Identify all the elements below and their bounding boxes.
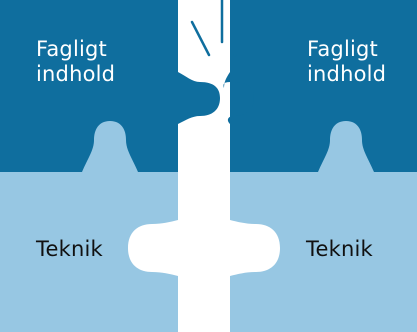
left-vertical-tab [82,121,138,172]
spark-line-left [190,20,211,57]
right-top-knob [223,72,254,124]
right-bottom-label: Teknik [306,237,373,261]
right-vertical-tab [318,121,374,172]
spark-line-right [233,20,254,57]
left-top-label-line1: Fagligt [36,37,107,61]
right-top-piece [230,0,417,172]
right-top-label-line2: indhold [307,62,387,86]
left-top-piece [0,0,178,172]
left-bottom-label: Teknik [36,237,103,261]
right-top-label: Fagligt indhold [307,37,386,87]
right-top-label-line1: Fagligt [307,37,378,61]
left-top-knob [178,72,220,124]
top-gap-notch [178,0,230,56]
left-top-label: Fagligt indhold [36,37,115,87]
right-bottom-socket [230,220,280,276]
left-bottom-socket [128,220,178,276]
left-top-label-line2: indhold [36,62,116,86]
